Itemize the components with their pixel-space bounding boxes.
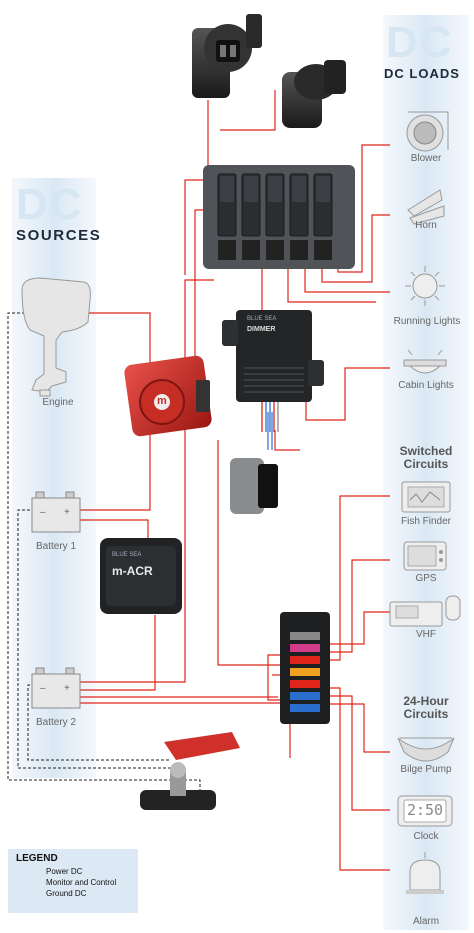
monitor-wires [267, 412, 273, 450]
sources-header-big: DC [16, 180, 84, 229]
bus-stud-icon [140, 732, 240, 810]
clock-display: 2:50 [406, 801, 444, 819]
loads-header-big: DC [386, 18, 454, 67]
engine-label: Engine [42, 397, 74, 408]
battery-switch [124, 355, 212, 437]
sources-header-small: SOURCES [16, 227, 102, 244]
blower-icon [406, 111, 449, 152]
switched-title-1: Switched [399, 444, 453, 458]
fish-finder-label: Fish Finder [400, 516, 451, 527]
hour24-title-1: 24-Hour [403, 694, 449, 708]
usb-socket-1-icon [192, 14, 262, 98]
horn-label: Horn [415, 220, 437, 231]
alarm-icon [406, 852, 444, 894]
cabin-lights-icon [403, 349, 447, 374]
fish-finder-icon [401, 481, 451, 513]
switch-label: m [157, 395, 167, 407]
svg-text:+: + [64, 683, 70, 694]
svg-text:+: + [64, 507, 70, 518]
running-lights-icon [405, 266, 445, 306]
dimmer-module [222, 310, 324, 432]
clock-label: Clock [413, 831, 439, 842]
battery2-label: Battery 2 [35, 717, 77, 728]
switched-title-2: Circuits [403, 457, 449, 471]
dimmer-label: DIMMER [247, 326, 276, 333]
switch-panel [203, 165, 355, 269]
clock-icon [397, 795, 453, 827]
running-lights-label: Running Lights [393, 316, 461, 327]
blower-label: Blower [410, 153, 442, 164]
gps-label: GPS [415, 573, 437, 584]
loads-header-small: DC LOADS [384, 66, 460, 81]
rocker-switch-icon [230, 458, 278, 514]
power-wires [78, 90, 390, 871]
hour24-title-2: Circuits [403, 707, 449, 721]
acr-label: m-ACR [112, 564, 153, 578]
dimmer-brand: BLUE SEA [247, 316, 277, 322]
battery1-icon: – + [31, 491, 81, 533]
vhf-label: VHF [416, 629, 436, 640]
gps-icon [403, 541, 447, 571]
usb-socket-2-icon [282, 60, 346, 128]
vhf-icon [389, 595, 461, 627]
legend-title: LEGEND [16, 853, 58, 864]
svg-text:–: – [40, 683, 46, 694]
loads-band [383, 15, 469, 930]
fuse-block [280, 612, 330, 724]
legend-monitor: Monitor and Control [46, 878, 117, 887]
legend-ground: Ground DC [46, 889, 87, 898]
battery1-label: Battery 1 [35, 541, 77, 552]
cabin-lights-label: Cabin Lights [398, 380, 454, 391]
engine-outboard-icon [21, 277, 91, 397]
battery2-icon: – + [31, 667, 81, 709]
bilge-pump-icon [397, 737, 455, 762]
legend: LEGEND Power DC Monitor and Control Grou… [8, 849, 138, 913]
acr-brand: BLUE SEA [112, 552, 142, 558]
bilge-pump-label: Bilge Pump [400, 764, 452, 775]
alarm-label: Alarm [412, 916, 440, 927]
legend-power: Power DC [46, 867, 83, 876]
svg-text:–: – [40, 507, 46, 518]
acr-module [100, 538, 182, 614]
horn-icon [407, 189, 445, 225]
